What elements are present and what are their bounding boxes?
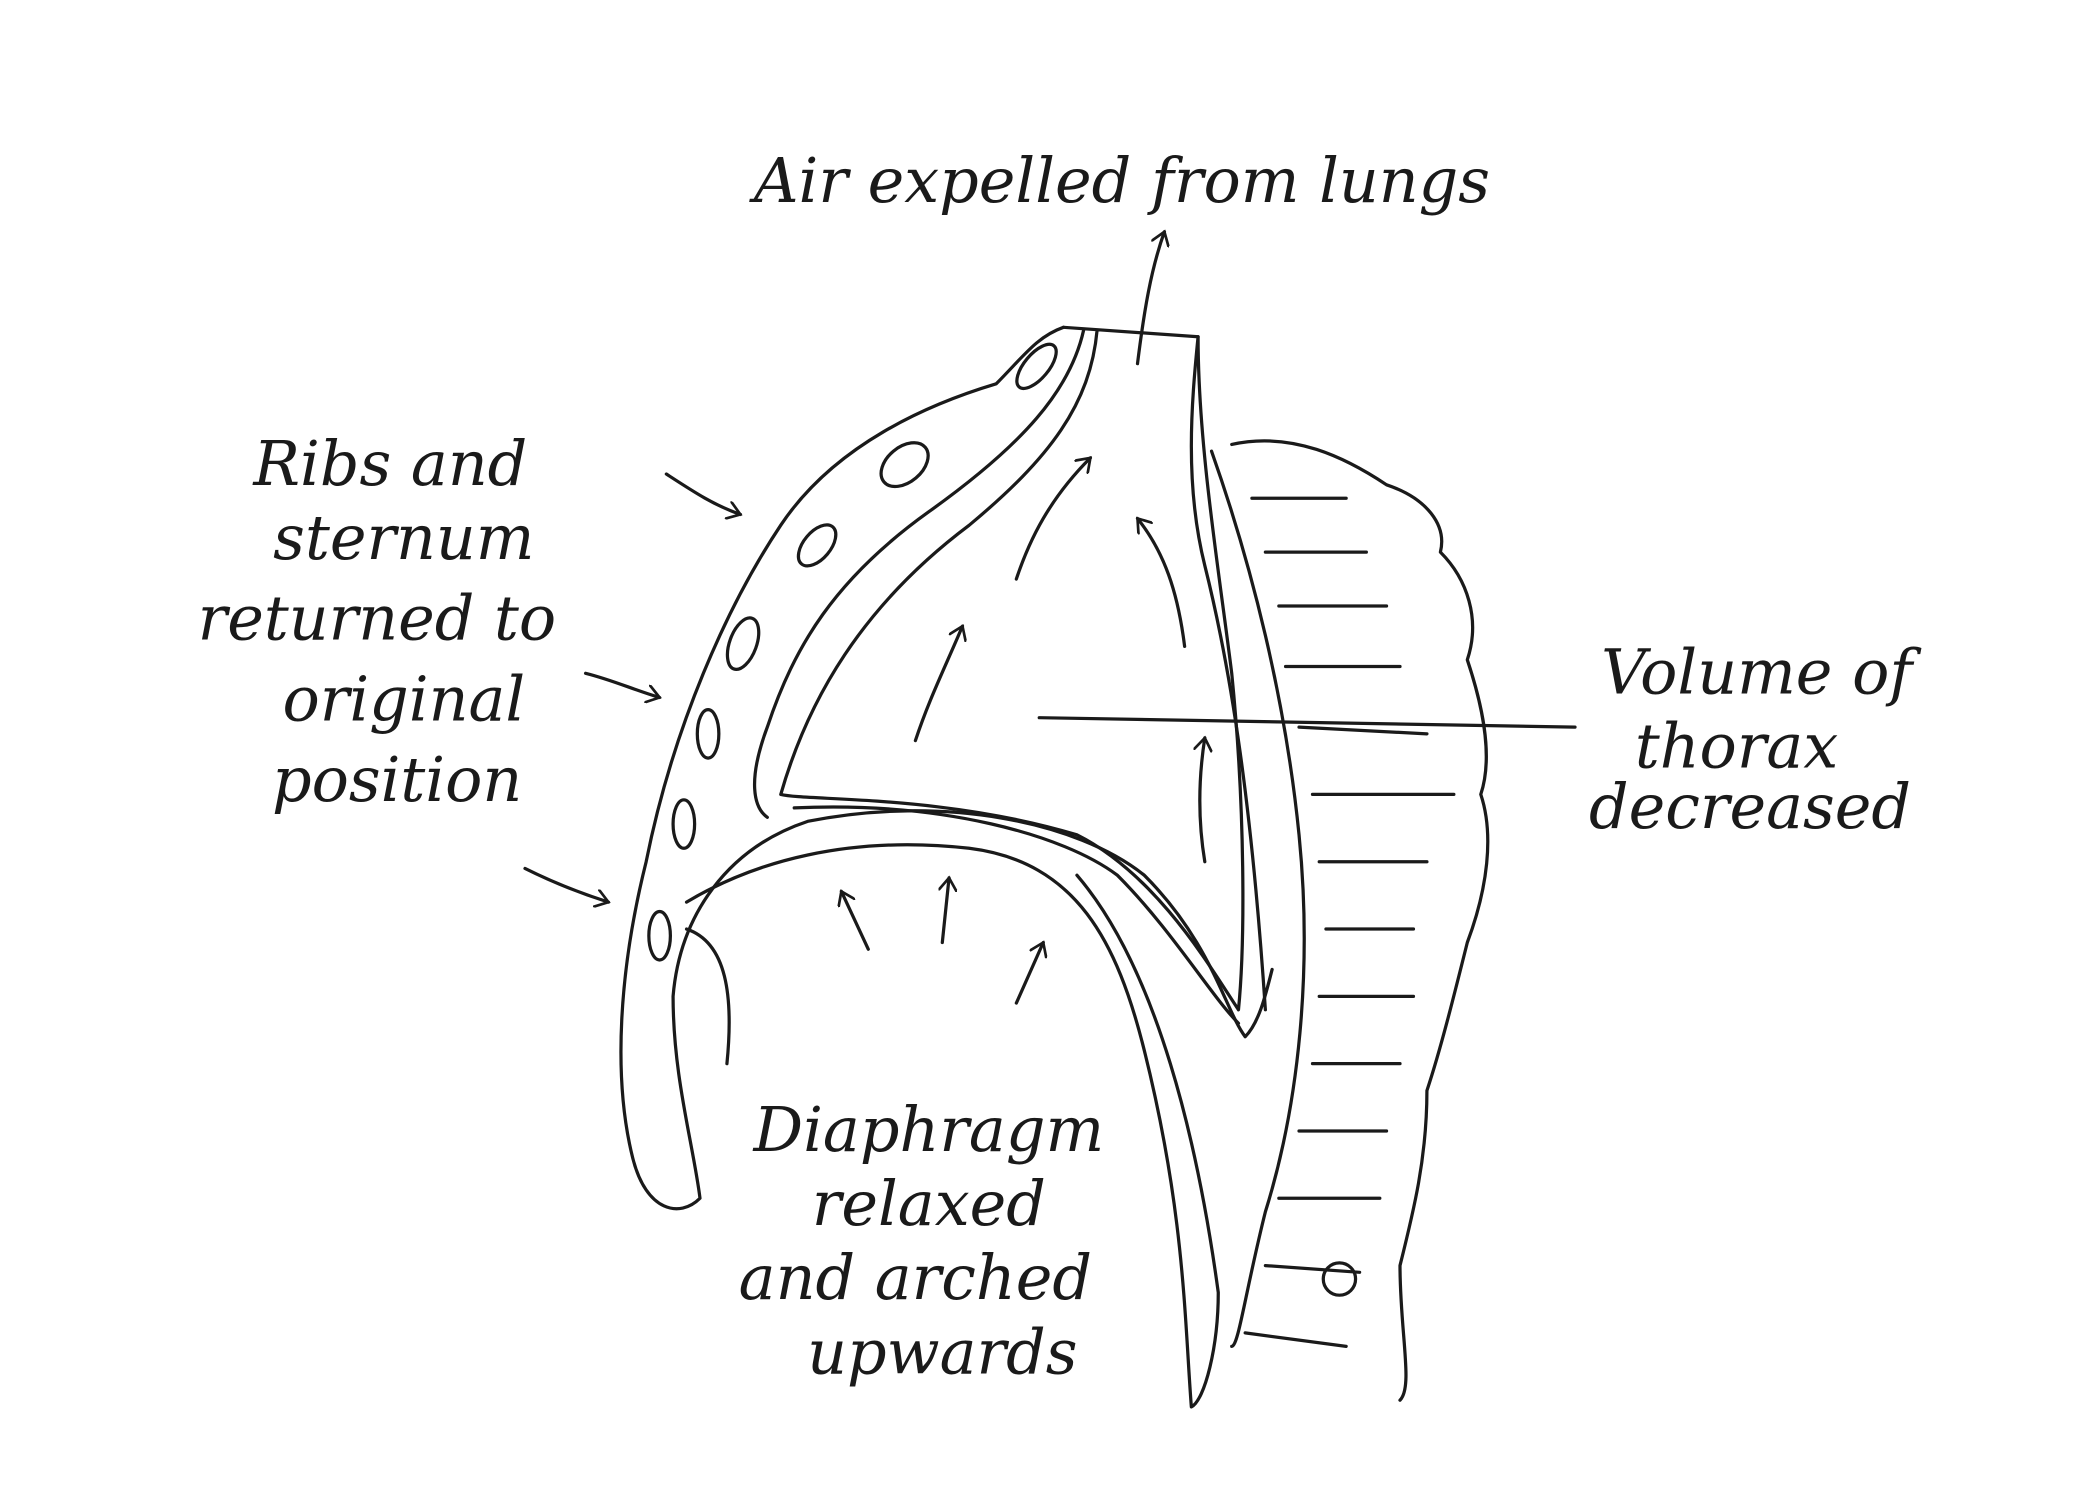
pleura-outline bbox=[779, 325, 1245, 1012]
volume-thorax-label: Volume of thorax decreased bbox=[1589, 636, 1922, 843]
svg-text:relaxed: relaxed bbox=[812, 1168, 1046, 1240]
svg-text:original: original bbox=[283, 663, 526, 735]
rib-cross-sections bbox=[647, 342, 1058, 962]
svg-text:position: position bbox=[272, 744, 522, 816]
airflow-arrows bbox=[841, 232, 1204, 1005]
svg-text:Ribs and: Ribs and bbox=[252, 428, 527, 500]
svg-text:and arched: and arched bbox=[739, 1242, 1092, 1314]
pleura-inner bbox=[792, 805, 1241, 1025]
sternum-outline bbox=[619, 325, 1274, 1211]
svg-text:thorax: thorax bbox=[1635, 711, 1838, 783]
diaphragm-left bbox=[684, 927, 731, 1066]
vertebral-column bbox=[1209, 439, 1490, 1402]
ribs-sternum-label: Ribs and sternum returned to original po… bbox=[198, 428, 557, 816]
svg-text:Volume of: Volume of bbox=[1601, 636, 1922, 708]
air-expelled-label: Air expelled from lungs bbox=[749, 145, 1490, 217]
trachea-line bbox=[1189, 335, 1267, 1012]
sternum-inner bbox=[752, 328, 1086, 819]
diaphragm-dome bbox=[684, 843, 1220, 1409]
label-arrows bbox=[523, 472, 740, 902]
svg-text:returned to: returned to bbox=[198, 583, 557, 655]
svg-text:decreased: decreased bbox=[1589, 771, 1911, 843]
svg-text:Diaphragm: Diaphragm bbox=[753, 1094, 1105, 1166]
svg-text:sternum: sternum bbox=[273, 502, 534, 574]
diaphragm-label: Diaphragm relaxed and arched upwards bbox=[739, 1094, 1105, 1388]
svg-text:upwards: upwards bbox=[807, 1316, 1077, 1388]
volume-pointer-line bbox=[1037, 716, 1577, 729]
